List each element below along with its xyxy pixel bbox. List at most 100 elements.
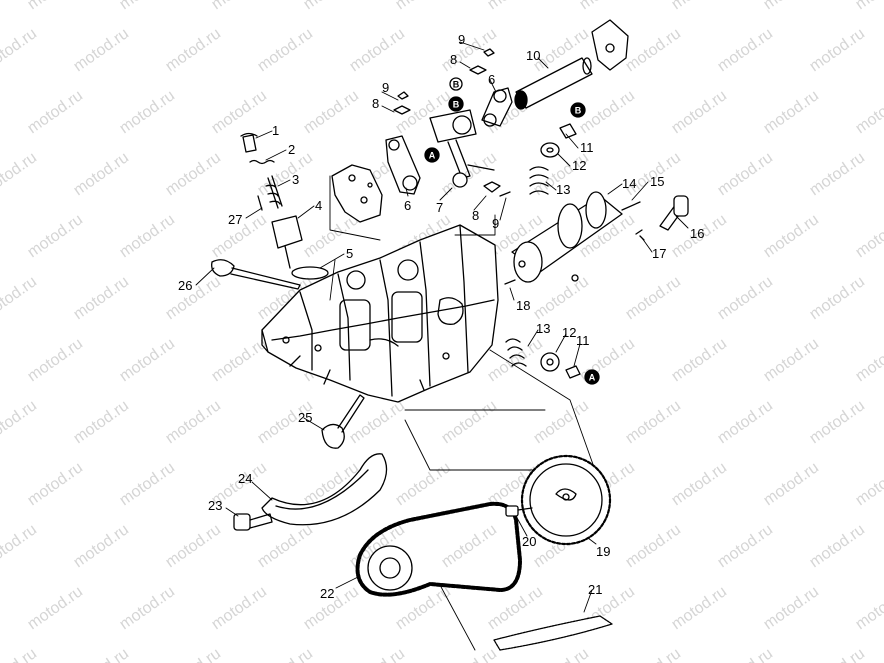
watermark-text: motod.ru [25,211,86,261]
watermark-text: motod.ru [347,645,408,663]
watermark-text: motod.ru [761,335,822,385]
watermark-text: motod.ru [715,25,776,75]
callout-5: 5 [346,246,353,261]
watermark-text: motod.ru [623,397,684,447]
watermark-text: motod.ru [393,583,454,633]
watermark-text: motod.ru [485,335,546,385]
decompression-bolt [635,195,689,241]
watermark-text: motod.ru [669,459,730,509]
watermark-text: motod.ru [255,521,316,571]
callout-9-lower: 9 [492,216,499,231]
watermark-text: motod.ru [853,583,884,633]
valve-26 [211,259,301,290]
watermark-text: motod.ru [71,273,132,323]
callout-13-lower: 13 [536,321,550,336]
callout-20: 20 [522,534,536,549]
callout-16: 16 [690,226,704,241]
watermark-text: motod.ru [853,211,884,261]
watermark-text: motod.ru [0,273,40,323]
watermark-text: motod.ru [117,0,178,13]
callout-19: 19 [596,544,610,559]
callout-numbers: 1 2 3 4 5 6 6 7 8 8 8 9 9 9 10 11 11 12 … [178,32,704,601]
callout-24: 24 [238,471,252,486]
watermark-text: motod.ru [255,645,316,663]
watermark-text: motod.ru [761,211,822,261]
letter-labels: A A B B B [429,80,596,383]
watermark-text: motod.ru [853,459,884,509]
watermark-text: motod.ru [25,87,86,137]
callout-8-lower: 8 [472,208,479,223]
watermark-text: motod.ru [623,645,684,663]
watermark-text: motod.ru [71,645,132,663]
watermark-text: motod.ru [255,25,316,75]
watermark-text: motod.ru [715,149,776,199]
callout-3: 3 [292,172,299,187]
rocker-bracket [331,164,383,223]
watermark-text: motod.ru [255,149,316,199]
leader-lines [195,41,689,613]
pin-18 [504,279,516,285]
watermark-text: motod.ru [117,459,178,509]
letter-b-left: B [453,100,460,110]
watermark-text: motod.ru [71,521,132,571]
watermark-text: motod.ru [715,521,776,571]
chain-guide-24 [261,453,388,526]
watermark-text: motod.ru [439,521,500,571]
watermark-text: motod.ru [25,583,86,633]
callout-13-upper: 13 [556,182,570,197]
watermark-text: motod.ru [623,273,684,323]
callout-22: 22 [320,586,334,601]
watermark-text: motod.ru [531,397,592,447]
watermark-text: motod.ru [209,87,270,137]
watermark-text: motod.ru [807,273,868,323]
watermark-text: motod.ru [163,521,224,571]
watermark-text: motod.ru [347,397,408,447]
watermark-text: motod.ru [807,521,868,571]
rocker-arm-right [481,87,513,127]
callout-1: 1 [272,123,279,138]
callout-14: 14 [622,176,636,191]
watermark-text: motod.ru [163,397,224,447]
callout-21: 21 [588,582,602,597]
bolt-23 [233,513,273,531]
watermark-text: motod.ru [807,149,868,199]
watermark-text: motod.ru [163,645,224,663]
watermark-text: motod.ru [0,645,40,663]
watermark-text: motod.ru [117,211,178,261]
watermark-text: motod.ru [531,645,592,663]
callout-26: 26 [178,278,192,293]
watermark-text: motod.ru [25,0,86,13]
letter-a-lower: A [589,373,596,383]
watermark-text: motod.ru [347,25,408,75]
watermark-text: motod.ru [0,149,40,199]
watermark-text: motod.ru [669,583,730,633]
callout-6-right: 6 [488,72,495,87]
watermark-text: motod.ru [807,25,868,75]
letter-circles [424,77,600,385]
watermark-text: motod.ru [623,521,684,571]
watermark-text: motod.ru [761,459,822,509]
cam-sprocket [520,454,612,546]
watermark-text: motod.ru [0,397,40,447]
watermark-text: motod.ru [853,87,884,137]
watermark-text: motod.ru [531,273,592,323]
watermark-text: motod.ru [439,397,500,447]
watermark-text: motod.ru [715,645,776,663]
watermark-text: motod.ru [669,0,730,13]
callout-17: 17 [652,246,666,261]
rocker-shaft-10 [514,57,593,110]
watermark-text: motod.ru [117,583,178,633]
watermark-text: motod.ru [209,0,270,13]
callout-4: 4 [315,198,322,213]
watermark-text: motod.ru [669,335,730,385]
callout-25: 25 [298,410,312,425]
watermark-text: motod.ru [623,25,684,75]
cylinder-head [261,224,499,403]
small-hardware [393,48,511,197]
watermark-text: motod.ru [209,583,270,633]
watermark-text: motod.ru [25,459,86,509]
letter-a-upper: A [429,151,436,161]
lower-spring-group [505,338,581,379]
watermark-text: motod.ru [439,645,500,663]
callout-6-left: 6 [404,198,411,213]
